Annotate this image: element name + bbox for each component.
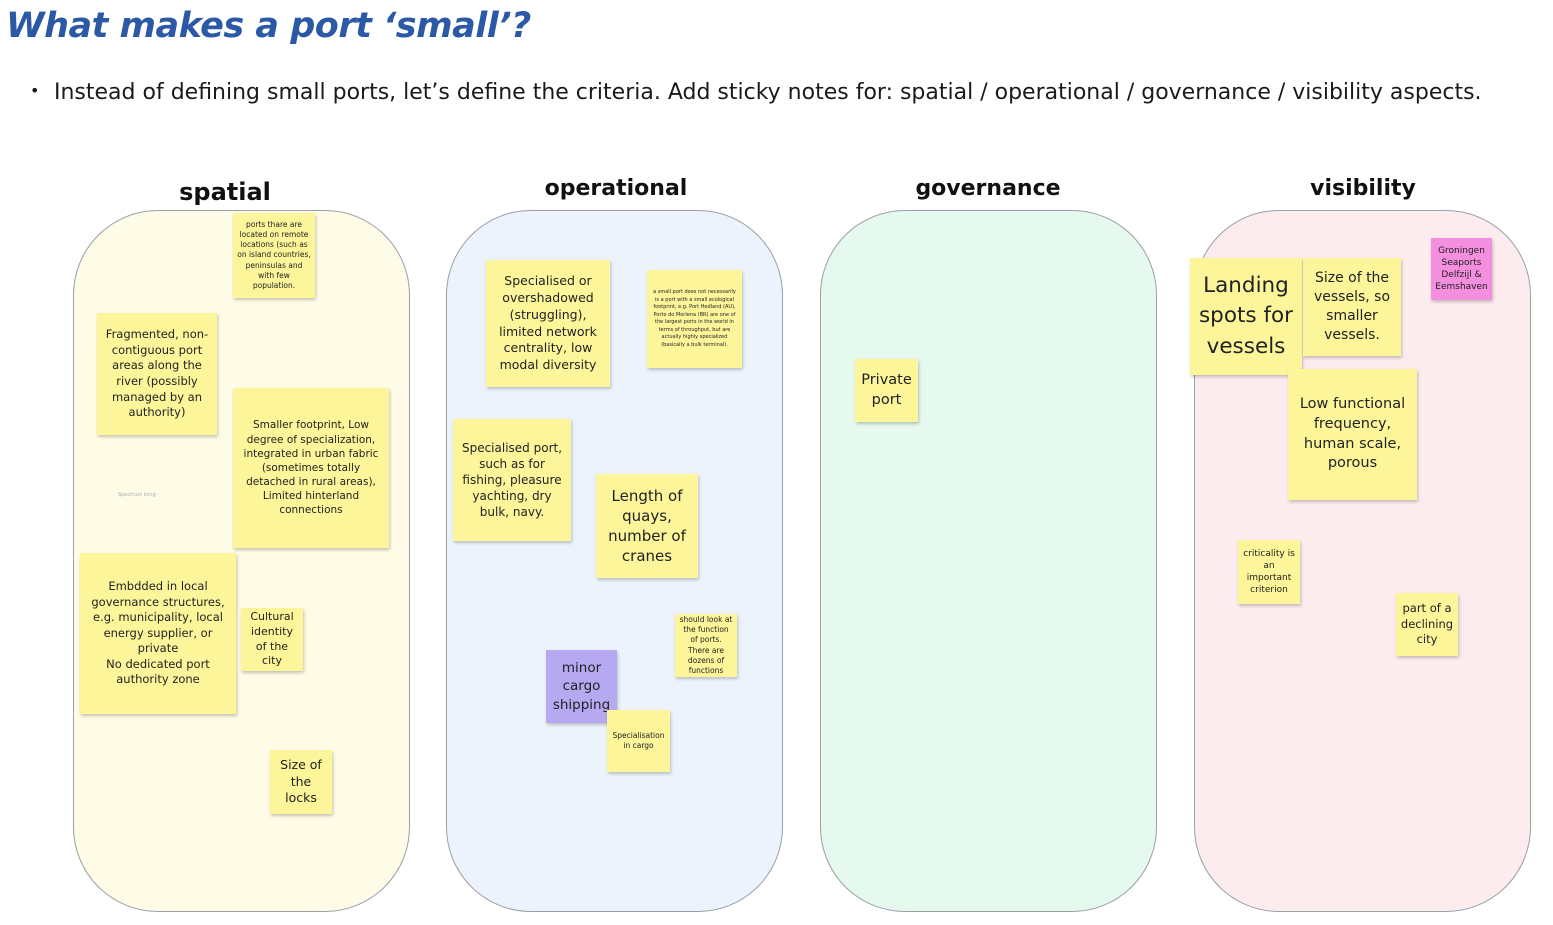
sticky-note[interactable]: Embdded in local governance structures, … xyxy=(80,553,236,714)
sticky-note[interactable]: Cultural identity of the city xyxy=(241,608,303,671)
sticky-note-text: a small port does not necessarily is a p… xyxy=(653,289,736,348)
sticky-note[interactable]: Specialisation in cargo xyxy=(607,710,670,772)
sticky-note[interactable]: a small port does not necessarily is a p… xyxy=(647,270,742,368)
sticky-note-text: Groningen Seaports Delfzijl & Eemshaven xyxy=(1435,245,1488,293)
sticky-note-text: Landing spots for vessels xyxy=(1198,273,1294,359)
sticky-note-text: Private port xyxy=(861,371,912,408)
sticky-note[interactable]: ports thare are located on remote locati… xyxy=(233,213,315,298)
column-header-operational: operational xyxy=(544,176,688,201)
sticky-note[interactable]: should look at the function of ports. Th… xyxy=(675,614,737,677)
sticky-note-pink[interactable]: Groningen Seaports Delfzijl & Eemshaven xyxy=(1431,238,1492,300)
column-header-spatial: spatial xyxy=(179,178,271,206)
sticky-note-text: Cultural identity of the city xyxy=(250,609,294,668)
sticky-note[interactable]: Smaller footprint, Low degree of special… xyxy=(233,388,389,548)
sticky-note-text: Low functional frequency, human scale, p… xyxy=(1299,396,1406,472)
sticky-note-text: minor cargo shipping xyxy=(552,660,611,713)
sticky-note-text: Specialisation in cargo xyxy=(612,730,665,750)
sticky-note-text: ports thare are located on remote locati… xyxy=(237,220,311,290)
sticky-note[interactable]: Specialised or overshadowed (struggling)… xyxy=(486,260,610,387)
sticky-note[interactable]: Private port xyxy=(855,359,918,422)
faint-label: Spectrum Icing xyxy=(118,492,156,498)
sticky-note-text: Size of the vessels, so smaller vessels. xyxy=(1313,270,1391,343)
sticky-note-text: should look at the function of ports. Th… xyxy=(679,615,733,675)
sticky-note-purple[interactable]: minor cargo shipping xyxy=(546,650,617,723)
sticky-note-text: Length of quays, number of cranes xyxy=(608,486,686,566)
sticky-note-text: Specialised or overshadowed (struggling)… xyxy=(499,272,597,373)
sticky-note[interactable]: Landing spots for vessels xyxy=(1190,258,1302,375)
sticky-note-text: criticality is an important criterion xyxy=(1243,548,1295,596)
column-governance[interactable] xyxy=(820,210,1157,912)
sticky-note-text: Fragmented, non-contiguous port areas al… xyxy=(105,327,209,420)
sticky-note[interactable]: Size of the vessels, so smaller vessels. xyxy=(1303,258,1401,356)
instruction-text: Instead of defining small ports, let’s d… xyxy=(54,80,1482,105)
sticky-note-text: part of a declining city xyxy=(1400,601,1454,647)
bullet-dot: • xyxy=(30,81,40,100)
instruction-bullet: • Instead of defining small ports, let’s … xyxy=(30,80,1482,105)
sticky-note[interactable]: Fragmented, non-contiguous port areas al… xyxy=(97,313,217,435)
page-title: What makes a port ‘small’? xyxy=(6,6,531,46)
sticky-note[interactable]: criticality is an important criterion xyxy=(1238,540,1300,604)
sticky-note-text: Smaller footprint, Low degree of special… xyxy=(243,419,379,517)
sticky-note-text: Specialised port, such as for fishing, p… xyxy=(461,440,563,520)
column-header-visibility: visibility xyxy=(1310,176,1416,201)
sticky-note[interactable]: Low functional frequency, human scale, p… xyxy=(1288,369,1417,500)
sticky-note[interactable]: Size of the locks xyxy=(270,750,332,814)
sticky-note[interactable]: Length of quays, number of cranes xyxy=(596,474,698,578)
sticky-note[interactable]: part of a declining city xyxy=(1396,593,1458,656)
sticky-note[interactable]: Specialised port, such as for fishing, p… xyxy=(453,419,571,541)
sticky-note-text: Embdded in local governance structures, … xyxy=(91,579,225,687)
sticky-note-text: Size of the locks xyxy=(280,756,322,806)
column-header-governance: governance xyxy=(915,176,1061,201)
